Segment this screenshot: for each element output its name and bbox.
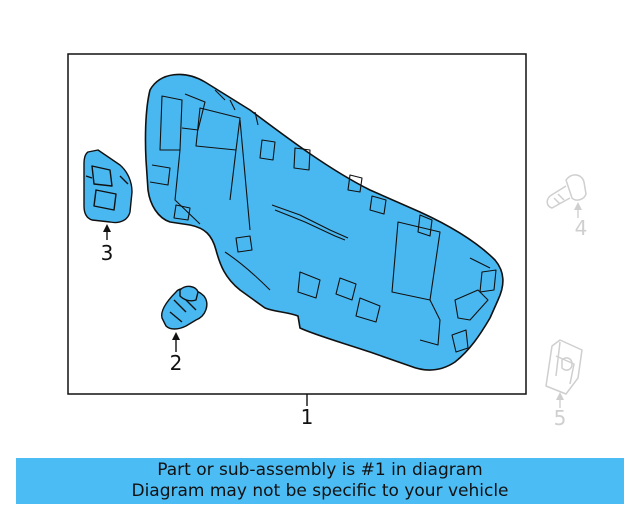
banner-line-1: Part or sub-assembly is #1 in diagram	[157, 460, 483, 480]
banner-line-2: Diagram may not be specific to your vehi…	[131, 481, 509, 501]
callout-2-arrow	[172, 332, 180, 340]
callout-3: 3	[101, 241, 114, 265]
callout-5: 5	[554, 406, 567, 430]
callout-5-arrow	[556, 392, 564, 400]
callout-4-arrow	[574, 202, 582, 210]
callout-4: 4	[575, 216, 588, 240]
part-4-bolt	[546, 174, 587, 209]
part-3-clip-bracket[interactable]	[83, 149, 133, 224]
callout-1: 1	[301, 405, 314, 429]
callout-3-arrow	[103, 224, 111, 232]
callout-2: 2	[170, 351, 183, 375]
assembly-frame	[67, 53, 527, 395]
part-5-nut-clip	[545, 339, 583, 395]
part-2-push-clip[interactable]	[161, 285, 208, 330]
part-1-trim-panel[interactable]	[144, 73, 504, 371]
info-banner: Part or sub-assembly is #1 in diagram Di…	[16, 458, 624, 504]
